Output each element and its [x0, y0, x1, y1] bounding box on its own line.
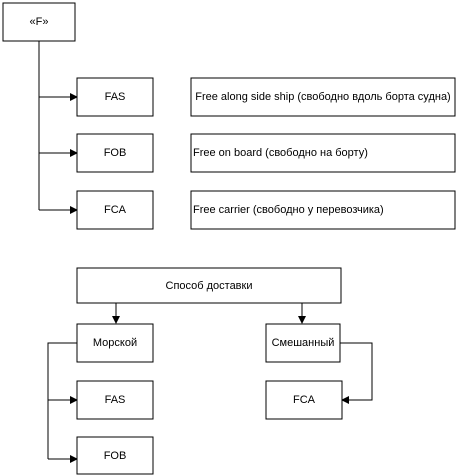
connector-mixed-to-fca — [340, 342, 373, 404]
delivery-method-header-label: Способ доставки — [166, 280, 253, 292]
sea-method-box: Морской — [76, 323, 154, 363]
term-description-fob: Free on board (свободно на борту) — [193, 147, 368, 159]
term-description-fca: Free carrier (свободно у перевозчика) — [193, 204, 384, 216]
sea-term-box-fas: FAS — [76, 380, 154, 420]
mixed-method-label: Смешанный — [272, 337, 335, 349]
sea-method-label: Морской — [93, 337, 137, 349]
term-box-fca: FCA — [76, 190, 154, 230]
sea-term-box-fob: FOB — [76, 436, 154, 475]
mixed-method-box: Смешанный — [265, 323, 341, 363]
term-code-fca: FCA — [104, 204, 127, 216]
sea-term-fas: FAS — [105, 394, 126, 406]
mixed-term-fca: FCA — [293, 394, 316, 406]
term-description-box-fob: Free on board (свободно на борту) — [190, 133, 456, 173]
term-description-box-fas: Free along side ship (свободно вдоль бор… — [190, 77, 456, 117]
connector-sea-trunk — [47, 342, 77, 459]
term-box-fob: FOB — [76, 133, 154, 173]
delivery-method-header-box: Способ доставки — [76, 267, 342, 304]
mixed-term-box-fca: FCA — [265, 380, 343, 420]
term-code-fas: FAS — [105, 91, 126, 103]
term-code-fob: FOB — [104, 147, 127, 159]
term-box-fas: FAS — [76, 77, 154, 117]
sea-term-fob: FOB — [104, 450, 127, 462]
term-description-box-fca: Free carrier (свободно у перевозчика) — [190, 190, 456, 230]
term-description-fas: Free along side ship (свободно вдоль бор… — [195, 91, 450, 103]
root-f-label: «F» — [30, 16, 49, 28]
root-f-box: «F» — [2, 2, 76, 42]
